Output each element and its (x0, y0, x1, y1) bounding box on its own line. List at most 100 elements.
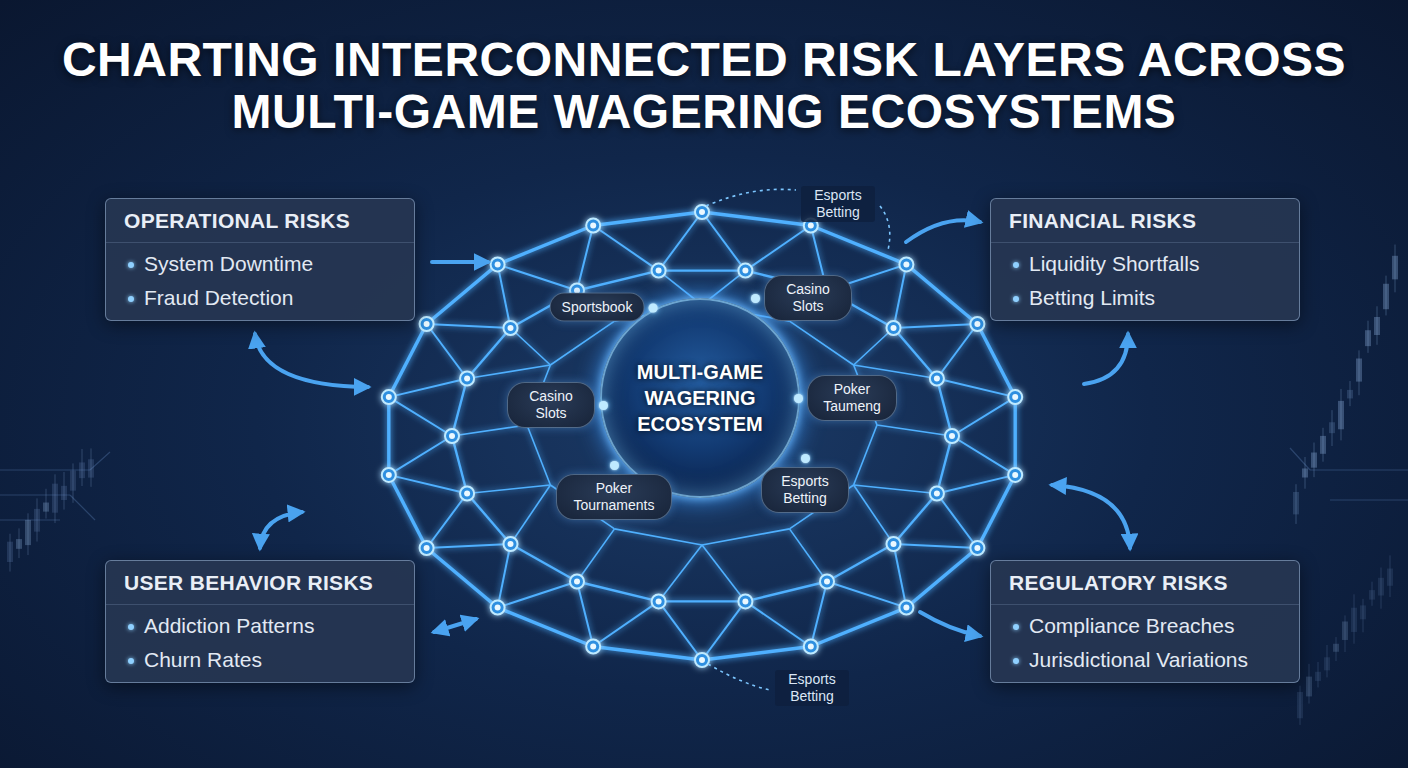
mesh-line (854, 425, 877, 485)
mesh-node-core (495, 261, 501, 267)
arrow (255, 334, 368, 387)
pill-node-dot (610, 461, 619, 470)
mesh-line (427, 494, 468, 549)
risk-box: USER BEHAVIOR RISKS Addiction PatternsChu… (105, 560, 415, 683)
mesh-node-core (449, 433, 455, 439)
mesh-node-core (742, 268, 748, 274)
arrow (1052, 485, 1130, 548)
mesh-node-core (934, 491, 940, 497)
bullet-dot (128, 624, 134, 630)
bullet-row: Liquidity Shortfalls (1009, 247, 1281, 281)
bullet-dot (128, 296, 134, 302)
mesh-line (427, 548, 498, 608)
mesh-line (790, 321, 854, 365)
mesh-line (498, 582, 577, 608)
mesh-node-core (742, 598, 748, 604)
arrow (260, 512, 302, 548)
mesh-line (745, 226, 810, 271)
mesh-line (702, 545, 745, 601)
bullet-dot (1013, 658, 1019, 664)
dashed-leader (880, 206, 890, 250)
mesh-line (427, 264, 498, 324)
mesh-line (498, 544, 511, 608)
candle-body (43, 503, 49, 512)
bullet-row: Compliance Breaches (1009, 609, 1281, 643)
mesh-line (894, 328, 937, 379)
mesh-line (593, 212, 702, 226)
mesh-node (504, 537, 518, 551)
mesh-node-core (974, 321, 980, 327)
mesh-line (427, 324, 511, 328)
candle-body (1338, 401, 1344, 429)
candle-body (1342, 621, 1348, 640)
mesh-node (930, 487, 944, 501)
mesh-line (877, 425, 952, 436)
mesh-node (695, 653, 709, 667)
pill-node-dot (648, 303, 657, 312)
mesh-line (511, 485, 551, 544)
candle-body (70, 471, 76, 491)
mesh-line (389, 324, 427, 397)
candle-body (7, 542, 13, 562)
mesh-line (659, 269, 746, 271)
mesh-node-core (508, 325, 514, 331)
candle-body (1293, 492, 1299, 514)
bullet-row: Addiction Patterns (124, 609, 396, 643)
candle-body (1347, 390, 1353, 399)
game-pill: Sportsbook (550, 293, 645, 322)
pill-label: Poker Taumeng (819, 381, 885, 415)
circuit-line (1290, 448, 1310, 470)
mesh-line (527, 425, 550, 485)
mesh-dots (382, 205, 1022, 667)
candle-body (1329, 422, 1335, 433)
mesh-node (491, 257, 505, 271)
circuit-line (1310, 469, 1408, 470)
mesh-node (504, 321, 518, 335)
game-pill: Poker Tournaments (556, 474, 672, 520)
mesh-node (738, 594, 752, 608)
mesh-node (382, 468, 396, 482)
candle-body (1356, 358, 1362, 381)
mesh-line (894, 544, 907, 608)
box-heading: USER BEHAVIOR RISKS (106, 561, 414, 605)
mesh-node (1008, 390, 1022, 404)
circuit-line (70, 495, 95, 520)
mesh-line (452, 436, 467, 494)
arrow (920, 612, 980, 636)
mesh-node-core (386, 394, 392, 400)
outer-label: Esports Betting (801, 186, 875, 222)
bullet-dot (1013, 262, 1019, 268)
mesh-line (389, 436, 452, 475)
mesh-node-core (974, 545, 980, 551)
bullet-row: Betting Limits (1009, 281, 1281, 315)
arrow (434, 619, 476, 632)
mesh-node-core (699, 657, 705, 663)
candle-body (16, 539, 22, 549)
mesh-node (586, 640, 600, 654)
mesh-node (695, 205, 709, 219)
mesh-node (899, 257, 913, 271)
mesh-line (702, 212, 811, 226)
mesh-line (952, 397, 1015, 436)
mesh-node (887, 537, 901, 551)
mesh-line (811, 608, 907, 647)
arrow (432, 260, 488, 264)
game-pill: Casino Slots (507, 382, 595, 428)
bullet-row: Churn Rates (124, 643, 396, 677)
candle-body (1297, 692, 1303, 718)
candle-body (52, 484, 58, 513)
mesh-line (467, 365, 550, 379)
mesh-line (937, 379, 1015, 398)
bullet-row: Fraud Detection (124, 281, 396, 315)
mesh-line (745, 601, 810, 646)
mesh-line (427, 544, 511, 548)
mesh-node (420, 541, 434, 555)
bullet-row: Jurisdictional Variations (1009, 643, 1281, 677)
mesh-line (389, 475, 467, 494)
bullet-text: Liquidity Shortfalls (1029, 252, 1199, 275)
dashed-leader (708, 664, 770, 690)
mesh-line (937, 494, 978, 549)
mesh-node-core (808, 644, 814, 650)
mesh-node-core (1012, 472, 1018, 478)
